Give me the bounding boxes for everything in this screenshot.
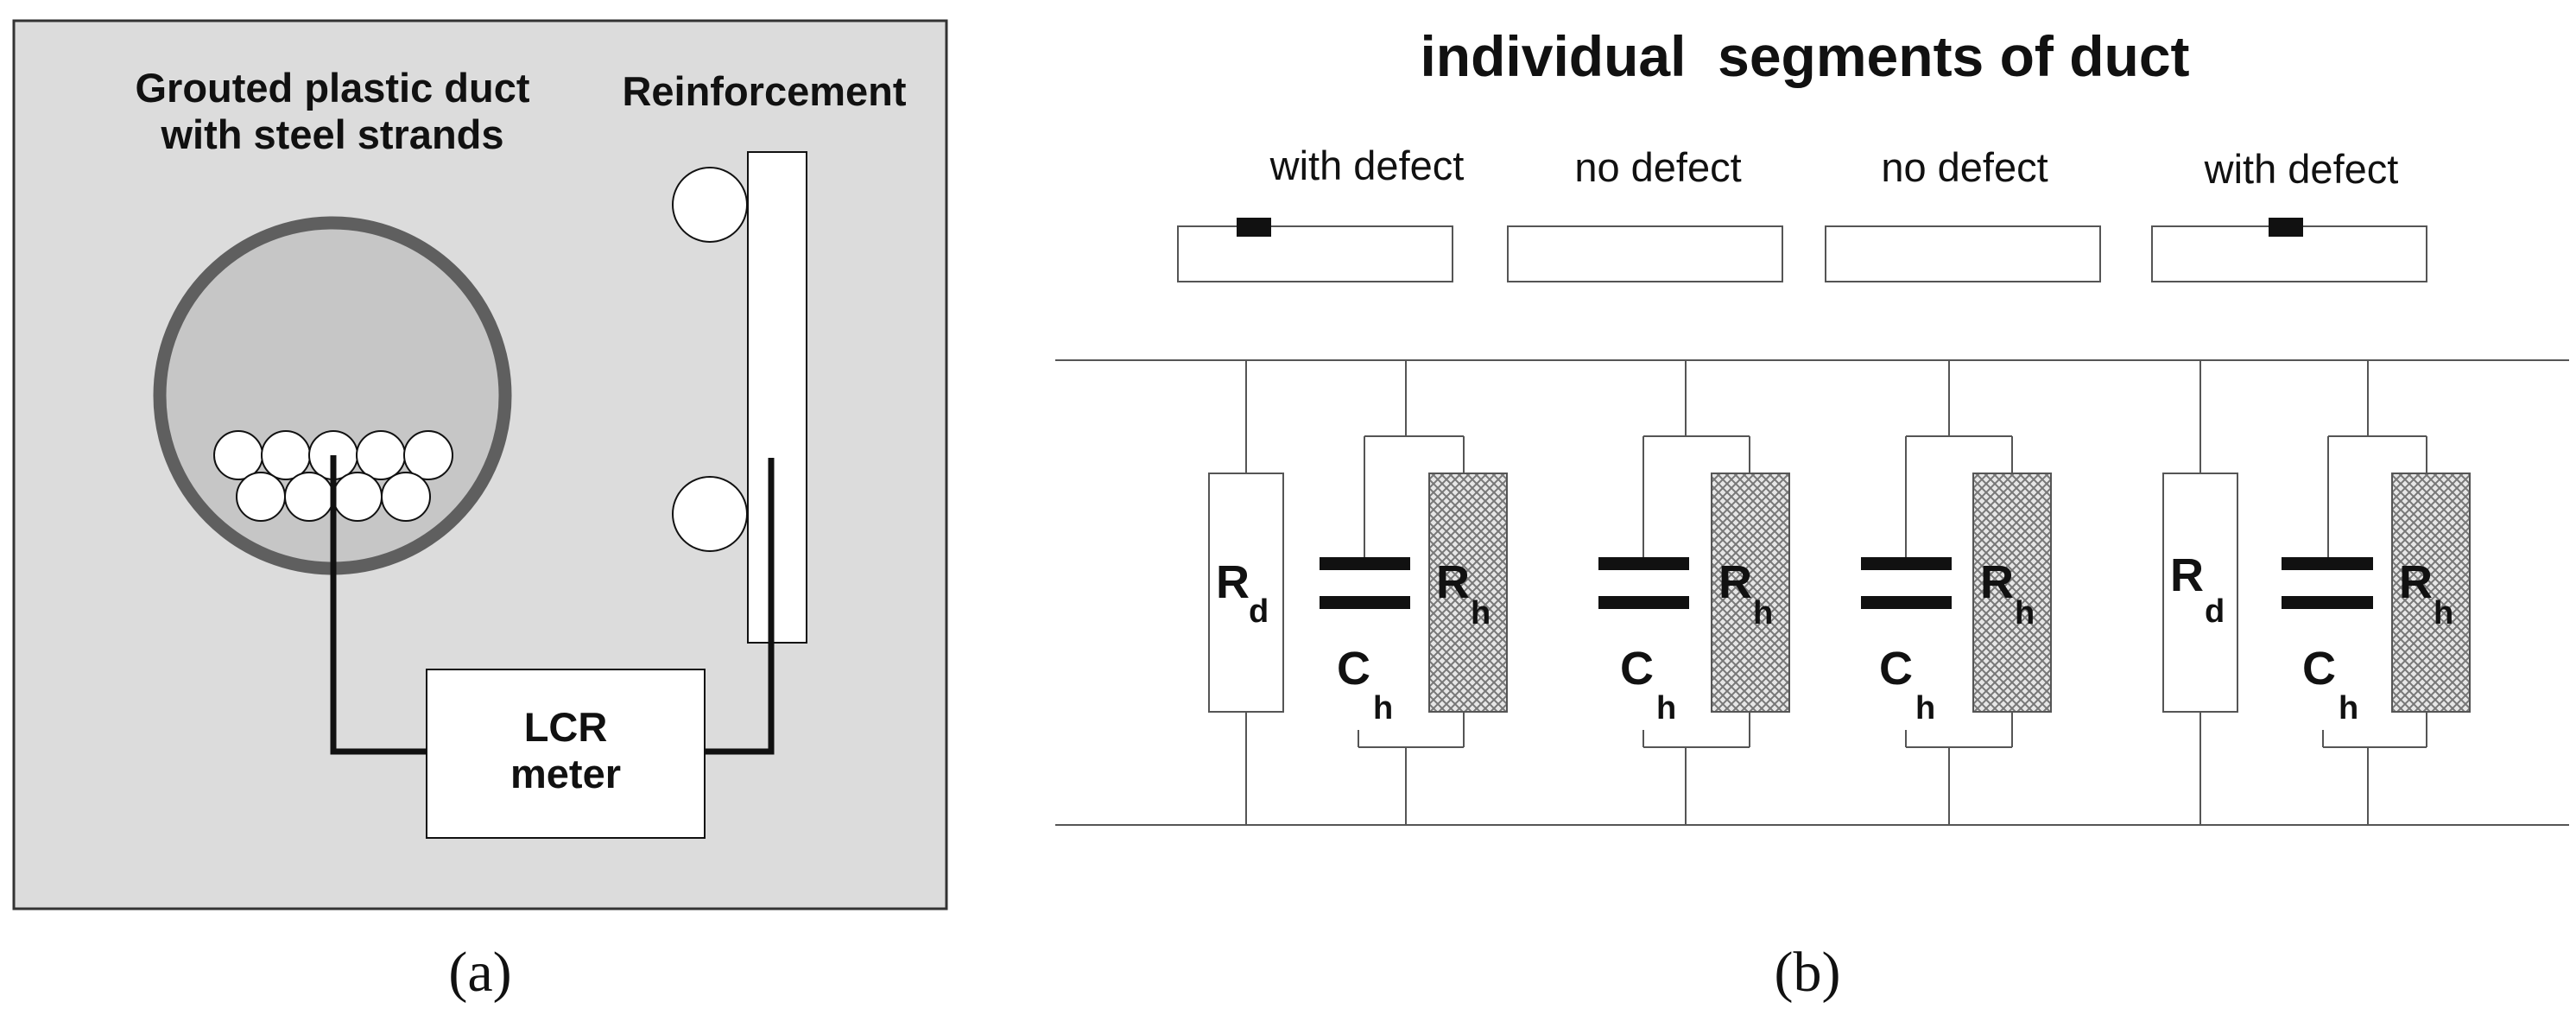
rh-3-subscript: h: [2015, 595, 2035, 631]
rebar-cross-section-bottom: [672, 476, 748, 552]
ch-4-subscript: h: [2339, 690, 2358, 726]
ch-2-label: C: [1620, 643, 1654, 695]
capacitor-plate-bottom: [2282, 596, 2373, 609]
rh-4-subscript: h: [2434, 595, 2453, 631]
rd-2-subscript: d: [2205, 593, 2225, 630]
rh-2-subscript: h: [1753, 595, 1773, 631]
rh-1-subscript: h: [1471, 595, 1491, 631]
duct-title-line1: Grouted plastic duct: [136, 65, 530, 111]
rd-2-label: R: [2170, 549, 2204, 601]
ch-3-label: C: [1879, 643, 1913, 695]
capacitor-plate-top: [1861, 557, 1952, 570]
segment-3-rc: R h C h: [1861, 360, 2052, 825]
rh-1-body: [1428, 473, 1508, 713]
segment-4-defect-mark: [2269, 218, 2303, 237]
strand: [332, 472, 383, 522]
segment-4-rc: R h C h: [2282, 360, 2471, 825]
rh-4-body: [2391, 473, 2471, 713]
wire-to-reinforcement: [704, 458, 775, 755]
capacitor-plate-top: [1320, 557, 1410, 570]
rd-1-subscript: d: [1249, 593, 1269, 630]
wire-to-strands: [330, 455, 430, 755]
segment-2-rc: R h C h: [1598, 360, 1790, 825]
rh-4-label: R: [2399, 556, 2433, 608]
rd-1-label: R: [1216, 556, 1250, 608]
lcr-meter: [426, 669, 706, 839]
defect-resistor-2: R d: [2162, 360, 2238, 825]
rebar-longitudinal: [747, 151, 807, 644]
strand: [381, 472, 431, 522]
segment-2-box: [1507, 225, 1783, 282]
segment-1-label: with defect: [1269, 143, 1465, 188]
capacitor-plate-bottom: [1598, 596, 1689, 609]
ch-1-label: C: [1337, 643, 1370, 695]
segment-3-label: no defect: [1881, 144, 2048, 190]
rd-2-body: [2162, 473, 2238, 713]
segment-1-defect-mark: [1237, 218, 1271, 237]
capacitor-plate-bottom: [1320, 596, 1410, 609]
ch-4-label: C: [2302, 643, 2336, 695]
segment-2-label: no defect: [1574, 144, 1741, 190]
duct-title-line2: with steel strands: [161, 111, 504, 157]
panel-a: Grouted plastic duct with steel strands …: [12, 19, 948, 1004]
caption-b: (b): [1775, 941, 1841, 1004]
panel-b-title: individual segments of duct: [1420, 24, 2189, 88]
segment-1-rc: R h C h: [1320, 360, 1508, 825]
rh-3-label: R: [1980, 556, 2014, 608]
rh-1-label: R: [1436, 556, 1470, 608]
rd-1-body: [1208, 473, 1284, 713]
strand: [213, 430, 263, 480]
defect-resistor-1: R d: [1208, 360, 1284, 825]
rh-2-body: [1711, 473, 1790, 713]
rebar-cross-section-top: [672, 167, 748, 243]
strand: [403, 430, 453, 480]
reinforcement-label: Reinforcement: [622, 68, 906, 114]
strand: [261, 430, 311, 480]
strand: [356, 430, 406, 480]
segment-4-label: with defect: [2204, 146, 2399, 192]
lcr-meter-label-line1: LCR: [524, 704, 608, 750]
rh-3-body: [1972, 473, 2052, 713]
ch-3-subscript: h: [1915, 690, 1935, 726]
caption-a: (a): [448, 941, 511, 1004]
capacitor-plate-bottom: [1861, 596, 1952, 609]
lcr-meter-label-line2: meter: [510, 751, 621, 796]
strand: [284, 472, 334, 522]
capacitor-plate-top: [2282, 557, 2373, 570]
rh-2-label: R: [1718, 556, 1752, 608]
panel-b: individual segments of duct with defect …: [1055, 24, 2569, 1004]
capacitor-plate-top: [1598, 557, 1689, 570]
strand: [236, 472, 286, 522]
segment-1-box: [1177, 225, 1453, 282]
ch-2-subscript: h: [1656, 690, 1676, 726]
segment-3-box: [1825, 225, 2101, 282]
ch-1-subscript: h: [1373, 690, 1393, 726]
